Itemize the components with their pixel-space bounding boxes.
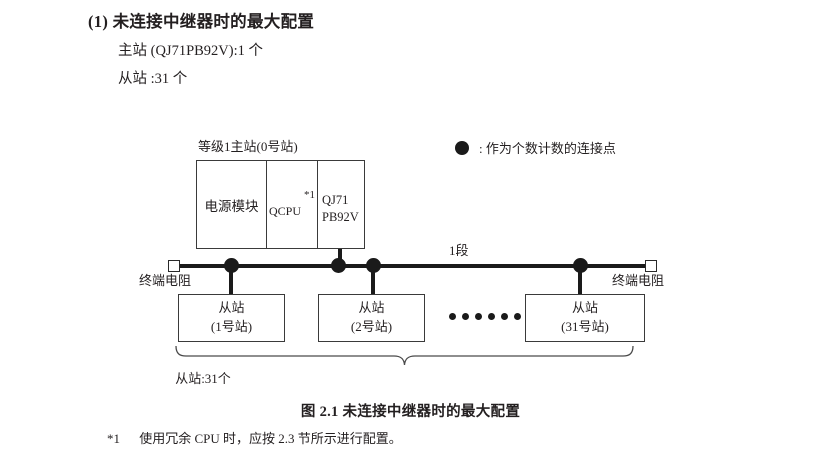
- rack-divider-2: [317, 161, 319, 248]
- ellipsis-dot: [449, 313, 456, 320]
- slave-station-box: 从站 (2号站): [318, 294, 425, 342]
- drop-line-slave-1: [229, 265, 233, 295]
- ellipsis-dot: [488, 313, 495, 320]
- ellipsis-dot: [501, 313, 508, 320]
- connection-node-master: [331, 258, 346, 273]
- brace-icon: [175, 345, 634, 366]
- figure-caption-text: 图 2.1 未连接中继器时的最大配置: [300, 404, 521, 420]
- power-module-label: 电源模块: [204, 198, 259, 214]
- terminator-right-label: 终端电阻: [612, 273, 665, 288]
- master-rack: 电源模块 *1 QCPU QJ71 PB92V: [196, 160, 365, 249]
- ellipsis-dot: [514, 313, 521, 320]
- legend-label: : 作为个数计数的连接点: [479, 141, 616, 156]
- cpu-module-slot: *1 QCPU: [267, 161, 317, 248]
- segment-label: 1段: [449, 243, 469, 258]
- cpu-footnote-mark: *1: [304, 189, 315, 201]
- bus-trunk-line: [176, 264, 651, 268]
- network-module-slot: QJ71 PB92V: [318, 161, 366, 248]
- slave-title: 从站: [218, 300, 245, 316]
- terminator-left-label: 终端电阻: [139, 273, 192, 288]
- slave-station-box: 从站 (1号站): [178, 294, 285, 342]
- drop-line-slave-31: [578, 265, 582, 295]
- master-station-label: 等级1主站(0号站): [198, 139, 298, 154]
- network-module-label-line1: QJ71: [322, 193, 349, 207]
- section-line-slave: 从站 :31 个: [118, 71, 188, 87]
- ellipsis-dots: [449, 313, 521, 320]
- slave-title: 从站: [358, 300, 385, 316]
- power-module-slot: 电源模块: [197, 161, 266, 248]
- filled-circle-icon: [455, 140, 469, 155]
- footnote: *1 使用冗余 CPU 时，应按 2.3 节所示进行配置。: [107, 428, 402, 447]
- drop-line-slave-2: [371, 265, 375, 295]
- rack-divider-1: [266, 161, 268, 248]
- section-heading: (1) 未连接中继器时的最大配置: [88, 12, 315, 31]
- figure-caption: 图 2.1 未连接中继器时的最大配置: [0, 400, 821, 421]
- slave-station-number: (2号站): [350, 319, 393, 334]
- ellipsis-dot: [475, 313, 482, 320]
- slave-count-label: 从站:31个: [175, 371, 231, 386]
- terminator-right-icon: [645, 260, 657, 272]
- legend: : 作为个数计数的连接点: [455, 138, 616, 157]
- ellipsis-dot: [462, 313, 469, 320]
- slave-count-brace: [172, 345, 637, 367]
- slave-station-number: (31号站): [561, 319, 609, 334]
- slave-count-label-wrap: 从站:31个: [0, 368, 821, 387]
- section-line-master: 主站 (QJ71PB92V):1 个: [118, 43, 264, 59]
- footnote-mark: *1: [107, 431, 120, 446]
- terminator-left-icon: [168, 260, 180, 272]
- slave-station-number: (1号站): [210, 319, 253, 334]
- footnote-text: 使用冗余 CPU 时，应按 2.3 节所示进行配置。: [139, 431, 402, 446]
- slave-station-box: 从站 (31号站): [525, 294, 645, 342]
- cpu-module-label: QCPU: [269, 204, 302, 218]
- slave-title: 从站: [571, 300, 598, 316]
- network-module-label-line2: PB92V: [322, 210, 359, 224]
